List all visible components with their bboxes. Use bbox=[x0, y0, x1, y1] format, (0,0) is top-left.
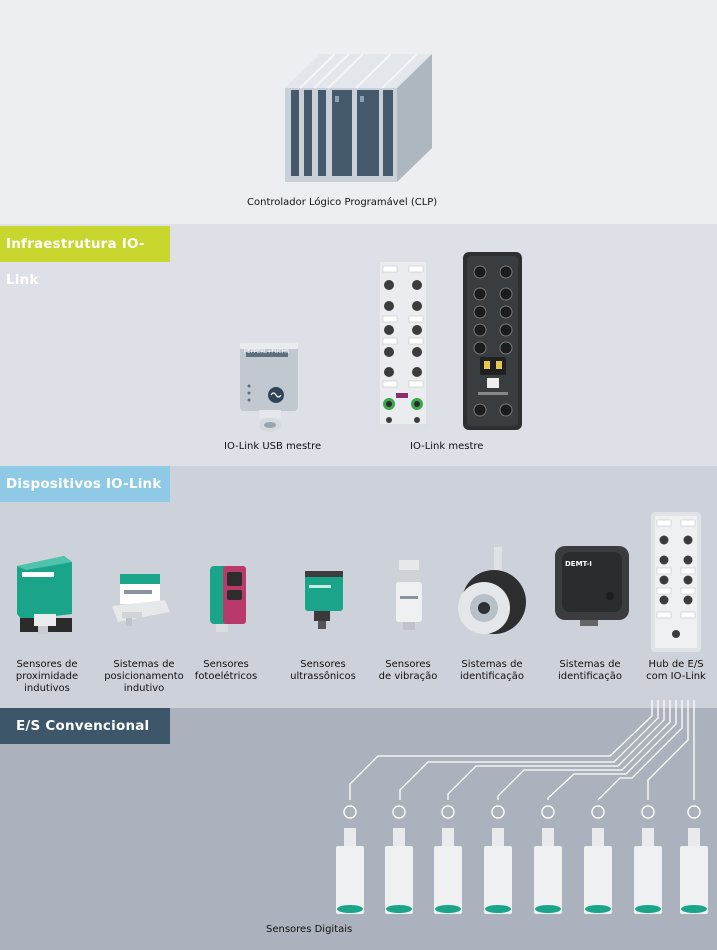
section-tag-infrastructure: Infraestrutura IO-Link bbox=[0, 226, 170, 288]
ultrasonic-sensor bbox=[305, 571, 343, 629]
hub-wiring bbox=[349, 700, 695, 801]
digital-sensor-8 bbox=[680, 805, 708, 914]
digital-sensor-5 bbox=[534, 805, 562, 914]
digital-sensor-4 bbox=[484, 805, 512, 914]
vibration-sensor bbox=[395, 560, 423, 630]
io-link-master-grey bbox=[376, 258, 430, 428]
io-link-master-caption: IO-Link mestre bbox=[410, 441, 484, 452]
usb-master-caption: IO-Link USB mestre bbox=[224, 441, 322, 452]
inductive-positioning-system bbox=[112, 574, 170, 626]
io-link-master-black bbox=[463, 252, 522, 430]
digital-sensor-2 bbox=[385, 805, 413, 914]
plc-illustration bbox=[285, 53, 432, 182]
rfid-model-label: DEMT-I bbox=[565, 560, 592, 568]
photoelectric-sensor bbox=[210, 566, 246, 632]
usb-master-brand-text: PEPPERL+FUCHS bbox=[244, 349, 290, 355]
encoder-identification-system bbox=[458, 547, 526, 634]
usb-master-illustration bbox=[240, 343, 298, 432]
digital-sensors bbox=[336, 805, 708, 914]
rfid-identification-system bbox=[555, 546, 629, 626]
io-hub bbox=[651, 512, 701, 652]
plc-caption: Controlador Lógico Programável (CLP) bbox=[247, 197, 438, 208]
infrastructure-band bbox=[0, 224, 717, 466]
inductive-proximity-sensor bbox=[17, 556, 72, 634]
digital-sensor-7 bbox=[634, 805, 662, 914]
digital-sensor-1 bbox=[336, 805, 364, 914]
digital-sensor-3 bbox=[434, 805, 462, 914]
digital-sensors-caption: Sensores Digitais bbox=[266, 924, 353, 935]
section-tag-conventional: E/S Convencional bbox=[0, 708, 170, 744]
section-tag-devices: Dispositivos IO-Link bbox=[0, 466, 170, 502]
digital-sensor-6 bbox=[584, 805, 612, 914]
